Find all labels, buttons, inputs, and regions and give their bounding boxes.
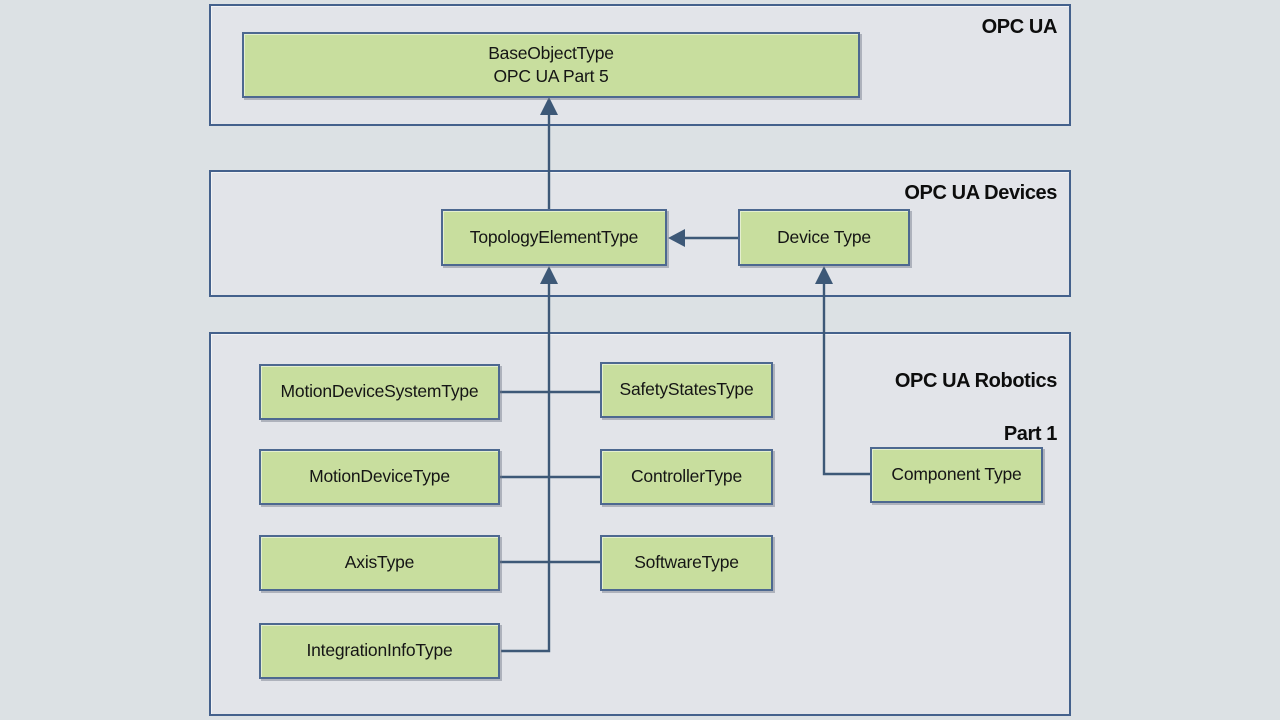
section-opc-ua-robotics-label: OPC UA Robotics Part 1 <box>894 342 1058 448</box>
section-opc-ua-devices-label: OPC UA Devices <box>904 182 1057 204</box>
node-componenttype: Component Type <box>870 447 1043 503</box>
node-controllertype: ControllerType <box>600 449 773 505</box>
node-baseobjecttype: BaseObjectType OPC UA Part 5 <box>242 32 860 98</box>
node-devicetype: Device Type <box>738 209 910 266</box>
section-opc-ua-label: OPC UA <box>981 16 1058 38</box>
node-softwaretype: SoftwareType <box>600 535 773 591</box>
robotics-label-line2: Part 1 <box>1003 423 1058 446</box>
node-topologyelementtype: TopologyElementType <box>441 209 667 266</box>
node-axistype: AxisType <box>259 535 500 591</box>
node-baseobjecttype-line2: OPC UA Part 5 <box>493 66 609 86</box>
node-baseobjecttype-line1: BaseObjectType <box>488 42 614 63</box>
node-integrationinfotype: IntegrationInfoType <box>259 623 500 679</box>
robotics-label-line1: OPC UA Robotics <box>894 370 1058 393</box>
node-motiondevicetype: MotionDeviceType <box>259 449 500 505</box>
node-safetystatestype: SafetyStatesType <box>600 362 773 418</box>
node-motiondevicesystemtype: MotionDeviceSystemType <box>259 364 500 420</box>
